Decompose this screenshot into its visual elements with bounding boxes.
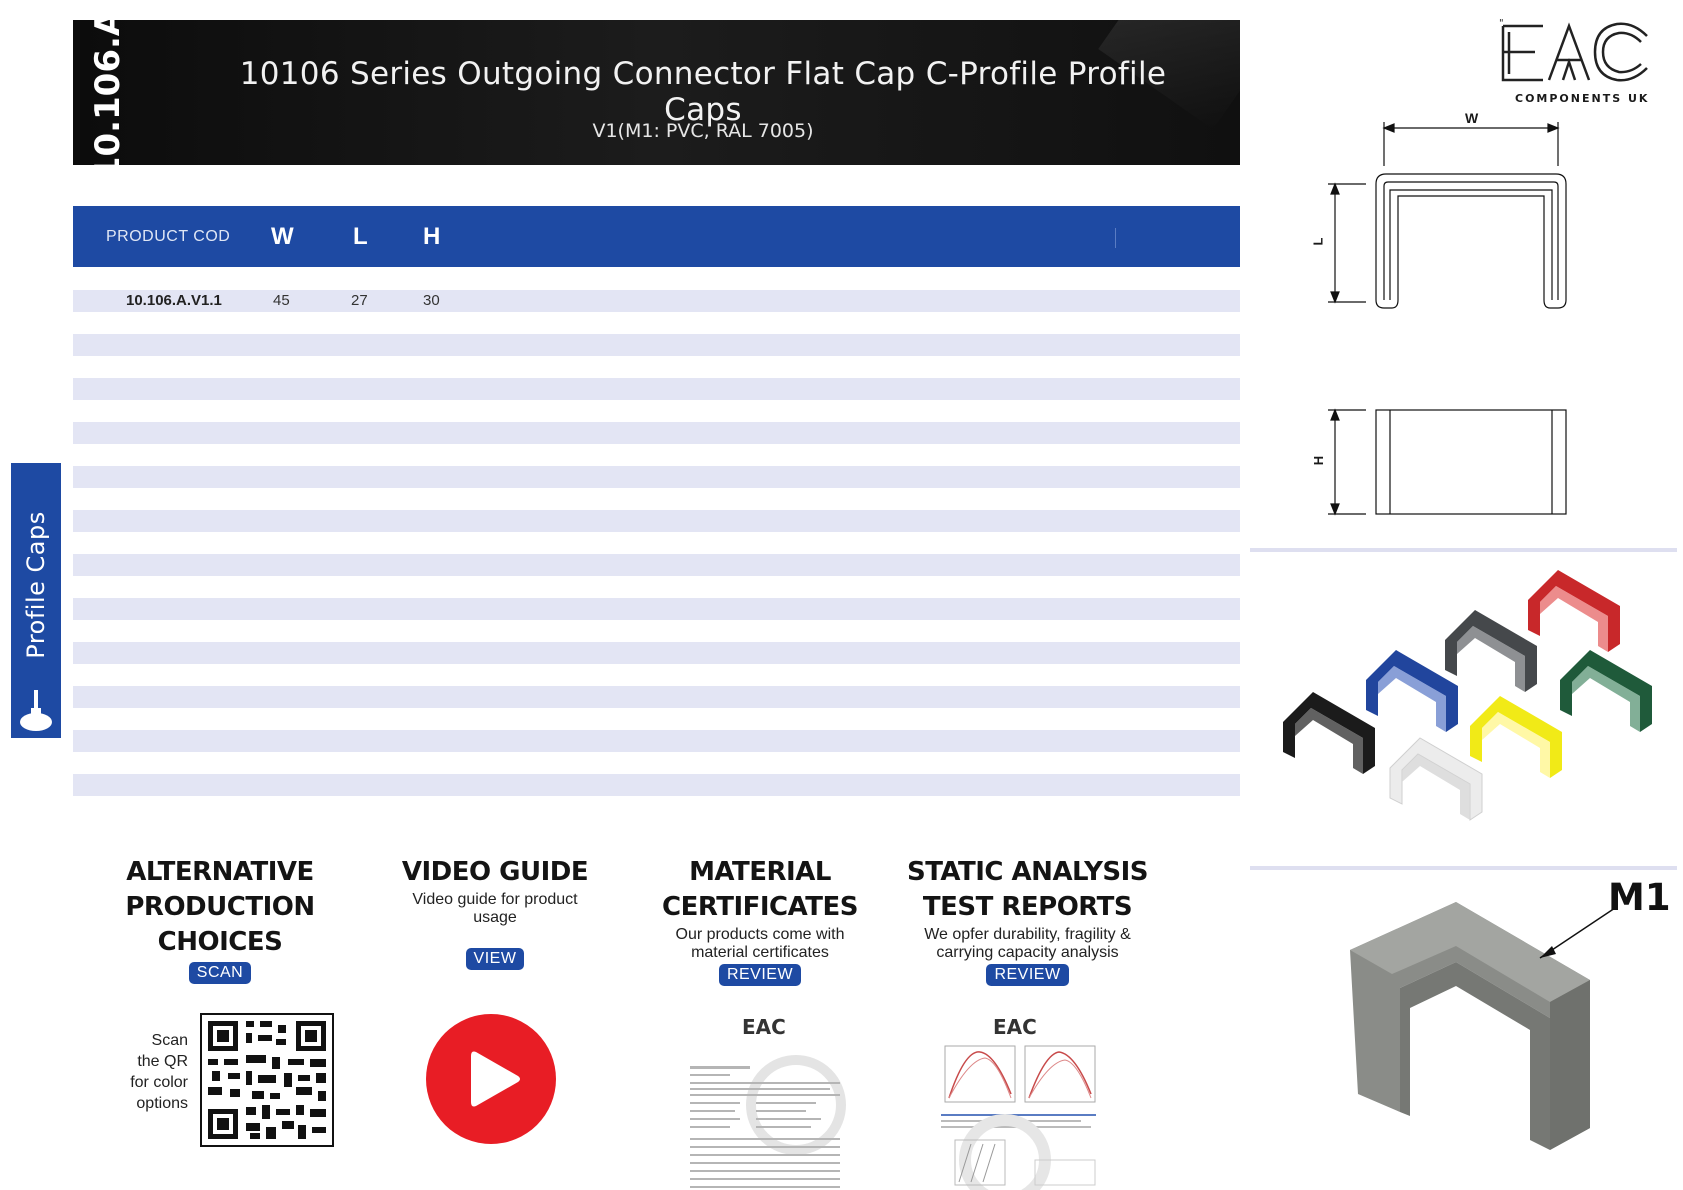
alternative-choices-block: ALTERNATIVE PRODUCTION CHOICES SCAN — [95, 855, 345, 984]
certificate-document-icon: EAC — [690, 1015, 846, 1188]
static-desc-line: We opfer durability, fragility & — [924, 926, 1131, 943]
material-label: M1 — [1608, 876, 1671, 919]
table-row-empty — [73, 378, 1240, 400]
category-side-tab[interactable]: Profile Caps — [11, 463, 61, 738]
section-divider — [1250, 866, 1677, 870]
column-header-l: L — [353, 223, 368, 250]
scan-button[interactable]: SCAN — [188, 962, 252, 984]
view-button[interactable]: VIEW — [465, 948, 525, 970]
color-variants-image — [1280, 560, 1670, 860]
table-row[interactable]: 10.106.A.V1.1 45 27 30 — [73, 290, 1240, 312]
logo-tagline: COMPONENTS UK — [1515, 92, 1650, 105]
svg-text:EAC: EAC — [742, 1015, 786, 1039]
static-analysis-block: STATIC ANALYSIS TEST REPORTS We opfer du… — [895, 855, 1160, 986]
play-icon — [471, 1051, 520, 1107]
category-label: Profile Caps — [22, 511, 50, 659]
page-title: 10106 Series Outgoing Connector Flat Cap… — [239, 56, 1167, 128]
material-desc-line: material certificates — [691, 944, 829, 961]
material-certificates-block: MATERIAL CERTIFICATES Our products come … — [635, 855, 885, 986]
static-title-line: STATIC ANALYSIS — [906, 857, 1149, 887]
leveling-foot-icon — [20, 690, 52, 731]
column-divider — [1115, 228, 1116, 248]
test-report-document-thumbnail[interactable]: EAC — [935, 1010, 1105, 1190]
table-row-empty — [73, 642, 1240, 664]
section-divider — [1250, 548, 1677, 552]
table-row-empty — [73, 730, 1240, 752]
video-guide-desc-line: Video guide for product — [412, 891, 578, 908]
test-report-document-icon: EAC — [941, 1015, 1096, 1190]
header-banner: 10.106.A 10106 Series Outgoing Connector… — [73, 20, 1240, 165]
scan-text-line: Scan — [151, 1032, 188, 1049]
l-dimension-label: L — [1310, 237, 1326, 246]
scan-instructions: Scan the QR for color options — [120, 1030, 188, 1114]
technical-drawing: W L H — [1300, 100, 1590, 520]
review-certificates-button[interactable]: REVIEW — [718, 964, 802, 986]
dimension-drawing — [1328, 122, 1567, 516]
alternative-title-line: PRODUCTION — [125, 892, 315, 922]
table-row-empty — [73, 598, 1240, 620]
eac-logo-icon: " — [1499, 18, 1648, 82]
height-cell: 30 — [423, 292, 440, 309]
column-header-h: H — [423, 223, 441, 250]
table-row-empty — [73, 554, 1240, 576]
length-cell: 27 — [351, 292, 368, 309]
table-header: PRODUCT COD W L H — [73, 206, 1240, 267]
table-row-empty — [73, 466, 1240, 488]
column-header-w: W — [271, 223, 294, 250]
scan-text-line: the QR — [137, 1053, 188, 1070]
certificate-document-thumbnail[interactable]: EAC — [686, 1010, 856, 1190]
alternative-title-line: ALTERNATIVE — [126, 857, 314, 887]
svg-text:EAC: EAC — [993, 1015, 1037, 1039]
material-title-line: MATERIAL — [689, 857, 831, 887]
svg-text:": " — [1499, 18, 1504, 29]
video-guide-title: VIDEO GUIDE — [401, 857, 589, 887]
video-guide-desc-line: usage — [473, 909, 517, 926]
series-code: 10.106.A — [88, 20, 128, 165]
scan-text-line: options — [136, 1095, 188, 1112]
scan-text-line: for color — [130, 1074, 188, 1091]
table-row-empty — [73, 510, 1240, 532]
table-row-empty — [73, 422, 1240, 444]
material-render-image — [1330, 870, 1670, 1170]
video-guide-block: VIDEO GUIDE Video guide for product usag… — [370, 855, 620, 970]
width-cell: 45 — [273, 292, 290, 309]
table-row-empty — [73, 334, 1240, 356]
w-dimension-label: W — [1465, 110, 1479, 126]
alternative-title-line: CHOICES — [157, 927, 283, 957]
m1-cap-illustration — [1350, 902, 1616, 1150]
column-header-code: PRODUCT COD — [106, 228, 231, 245]
colored-caps-illustration — [1283, 570, 1652, 821]
table-row-empty — [73, 686, 1240, 708]
material-desc-line: Our products come with — [675, 926, 845, 943]
review-reports-button[interactable]: REVIEW — [986, 964, 1069, 986]
static-title-line: TEST REPORTS — [922, 892, 1133, 922]
play-video-button[interactable] — [426, 1014, 556, 1144]
static-desc-line: carrying capacity analysis — [936, 944, 1119, 961]
qr-code-icon — [208, 1021, 326, 1139]
material-title-line: CERTIFICATES — [662, 892, 858, 922]
qr-code[interactable] — [200, 1013, 334, 1147]
page-subtitle: V1(M1: PVC, RAL 7005) — [592, 120, 814, 142]
company-logo: " COMPONENTS UK — [1497, 16, 1655, 108]
product-code-cell: 10.106.A.V1.1 — [126, 292, 222, 309]
h-dimension-label: H — [1311, 455, 1327, 466]
table-row-empty — [73, 774, 1240, 796]
